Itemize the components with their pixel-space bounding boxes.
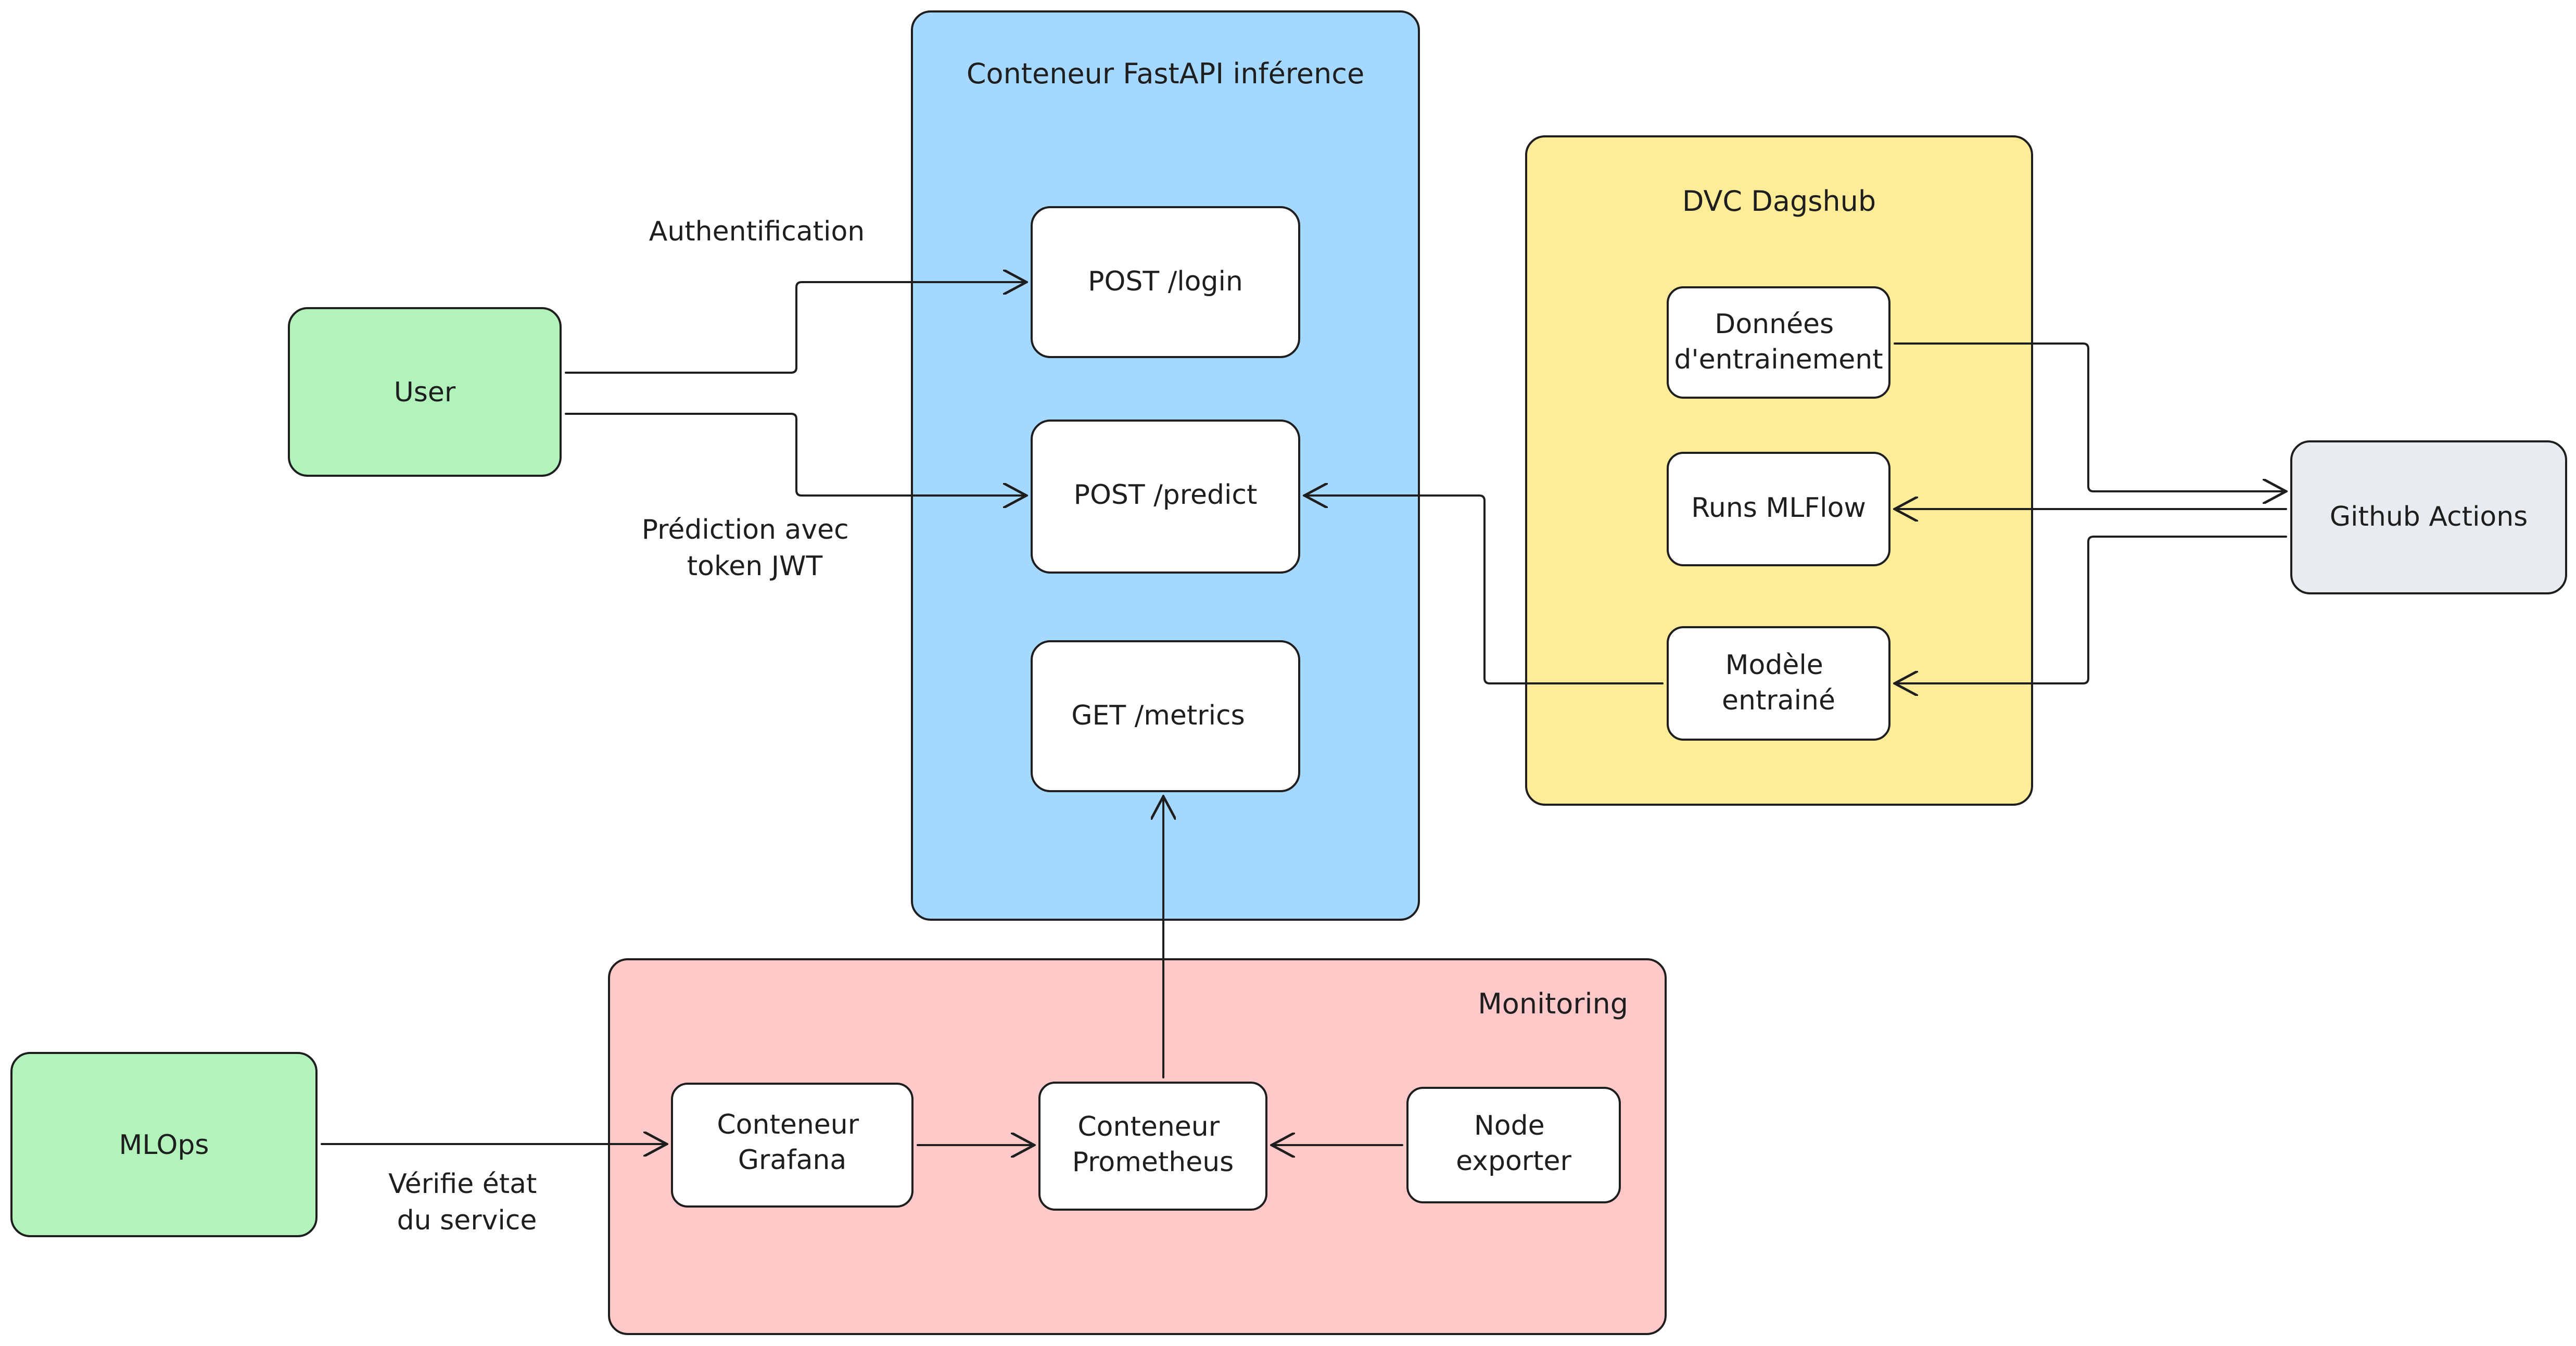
edge-label-mlops-line-1: Vérifie état	[388, 1169, 537, 1200]
prometheus-container-box	[1038, 1082, 1267, 1211]
dvc-trained-model-label: Modèle entrainé	[1722, 650, 1835, 716]
dvc-container-title: DVC Dagshub	[1682, 185, 1876, 218]
dvc-trained-model-box	[1667, 626, 1890, 741]
edge-label-predict: Prédiction avec token JWT	[642, 514, 858, 582]
node-exporter-box	[1406, 1087, 1621, 1203]
edge-label-mlops: Vérifie état du service	[388, 1169, 545, 1236]
grafana-container-label: Conteneur Grafana	[717, 1109, 867, 1176]
fastapi-container-title: Conteneur FastAPI inférence	[967, 57, 1364, 90]
prometheus-container-line-2: Prometheus	[1072, 1147, 1234, 1178]
edge-label-auth: Authentification	[649, 216, 865, 247]
dvc-training-data-box	[1667, 286, 1890, 399]
dvc-training-data: Données d'entrainement	[1667, 286, 1890, 399]
dvc-trained-model: Modèle entrainé	[1667, 626, 1890, 741]
grafana-container-box	[671, 1083, 913, 1208]
prometheus-container-label: Conteneur Prometheus	[1072, 1111, 1234, 1178]
dvc-training-data-line-2: d'entrainement	[1674, 344, 1883, 375]
edge-label-mlops-line-2: du service	[397, 1205, 537, 1236]
user-actor: User	[288, 307, 562, 477]
edge-user-to-login	[565, 282, 1026, 374]
node-exporter-line-1: Node	[1474, 1110, 1545, 1141]
endpoint-metrics: GET /metrics	[1031, 640, 1300, 792]
dvc-trained-model-line-2: entrainé	[1722, 685, 1835, 716]
prometheus-container: Conteneur Prometheus	[1038, 1082, 1267, 1211]
mlops-label: MLOps	[119, 1129, 209, 1161]
endpoint-login-label: POST /login	[1088, 266, 1243, 297]
endpoint-metrics-box	[1031, 640, 1300, 792]
dvc-mlflow-runs-box	[1667, 452, 1890, 566]
prometheus-container-line-1: Conteneur	[1077, 1111, 1220, 1142]
node-exporter-label: Node exporter	[1456, 1110, 1571, 1177]
github-actions-box	[2290, 440, 2567, 594]
endpoint-login-box	[1031, 206, 1300, 358]
dvc-training-data-line-1: Données	[1715, 309, 1834, 340]
edge-label-predict-line-2: token JWT	[687, 551, 823, 582]
endpoint-predict: POST /predict	[1031, 420, 1300, 574]
grafana-container-line-1: Conteneur	[717, 1109, 859, 1140]
monitoring-container-title: Monitoring	[1478, 987, 1628, 1020]
edge-label-predict-line-1: Prédiction avec	[642, 514, 849, 545]
edge-data-to-github	[1894, 342, 2286, 491]
grafana-container: Conteneur Grafana	[671, 1083, 913, 1208]
edge-model-to-predict	[1304, 496, 1664, 684]
dvc-training-data-label: Données d'entrainement	[1674, 309, 1883, 375]
mlops-actor: MLOps	[10, 1052, 318, 1237]
mlops-box	[10, 1052, 318, 1237]
user-label: User	[394, 377, 456, 408]
edge-user-to-predict	[565, 413, 1026, 496]
dvc-mlflow-runs-label: Runs MLFlow	[1691, 492, 1866, 524]
github-actions-label: Github Actions	[2330, 501, 2528, 532]
node-exporter-line-2: exporter	[1456, 1146, 1571, 1177]
dvc-mlflow-runs: Runs MLFlow	[1667, 452, 1890, 566]
dvc-trained-model-line-1: Modèle	[1725, 650, 1823, 681]
endpoint-predict-label: POST /predict	[1074, 479, 1258, 511]
endpoint-metrics-label: GET /metrics	[1071, 700, 1245, 731]
github-actions-actor: Github Actions	[2290, 440, 2567, 594]
endpoint-login: POST /login	[1031, 206, 1300, 358]
edge-github-to-model	[1895, 536, 2287, 683]
user-box	[288, 307, 562, 477]
endpoint-predict-box	[1031, 420, 1300, 574]
grafana-container-line-2: Grafana	[738, 1145, 847, 1176]
node-exporter: Node exporter	[1406, 1087, 1621, 1203]
